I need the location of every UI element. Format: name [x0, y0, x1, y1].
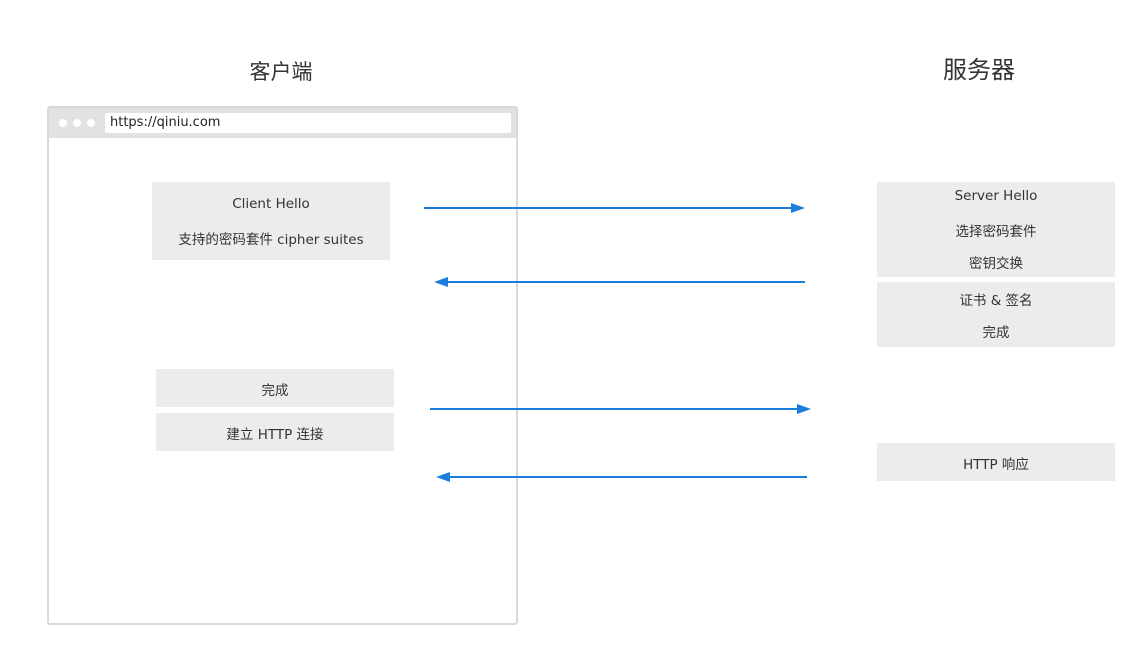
arrow-client-finished-head-icon [797, 404, 811, 414]
server-hello-box: Server Hello 选择密码套件 密钥交换 [877, 182, 1115, 277]
key-exchange-label: 密钥交换 [969, 256, 1023, 272]
http-connect-label: 建立 HTTP 连接 [226, 427, 324, 443]
client-hello-label: Client Hello [232, 196, 310, 212]
client-finished-box: 完成 [156, 369, 394, 407]
server-cert-box: 证书 & 签名 完成 [877, 282, 1115, 347]
http-connect-box: 建立 HTTP 连接 [156, 413, 394, 451]
window-dot-icon [59, 119, 67, 127]
cipher-suites-label: 支持的密码套件 cipher suites [178, 232, 364, 248]
address-bar[interactable]: https://qiniu.com [105, 113, 511, 133]
cert-signature-label: 证书 & 签名 [959, 293, 1033, 309]
arrow-client-hello-head-icon [791, 203, 805, 213]
window-dot-icon [73, 119, 81, 127]
arrow-server-hello-head-icon [434, 277, 448, 287]
browser-window: https://qiniu.com [47, 106, 518, 625]
arrow-http-response-head-icon [436, 472, 450, 482]
client-heading: 客户端 [249, 60, 313, 84]
http-response-label: HTTP 响应 [963, 457, 1029, 473]
select-cipher-label: 选择密码套件 [955, 224, 1037, 240]
client-finished-label: 完成 [261, 383, 289, 399]
server-finished-label: 完成 [982, 325, 1010, 341]
client-hello-box: Client Hello 支持的密码套件 cipher suites [152, 182, 390, 260]
window-dot-icon [87, 119, 95, 127]
server-hello-label: Server Hello [954, 188, 1038, 204]
browser-toolbar: https://qiniu.com [49, 108, 516, 138]
http-response-box: HTTP 响应 [877, 443, 1115, 481]
server-heading: 服务器 [943, 56, 1015, 84]
